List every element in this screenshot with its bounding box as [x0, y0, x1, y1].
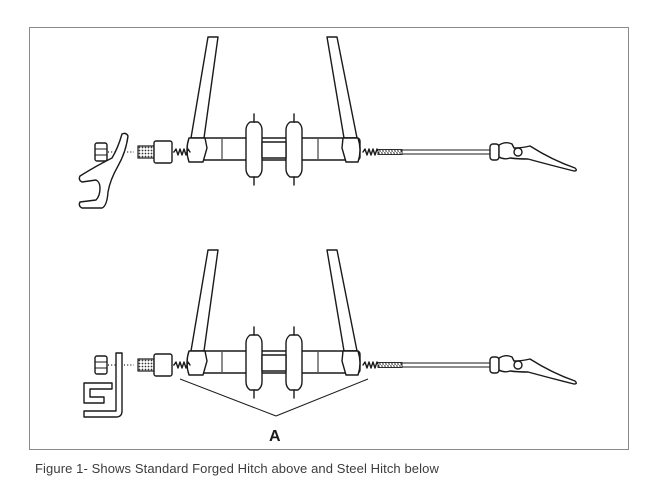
figure-caption: Figure 1- Shows Standard Forged Hitch ab…	[35, 461, 439, 476]
callout-a-lines	[179, 378, 369, 417]
hitch-nut	[94, 142, 108, 162]
forged-hitch	[78, 132, 129, 209]
lower-assembly-steel-hitch	[83, 249, 577, 418]
steel-hitch	[83, 352, 123, 418]
callout-label-a: A	[269, 428, 281, 445]
figure-frame	[29, 27, 629, 450]
upper-assembly-standard-forged-hitch	[78, 36, 577, 209]
hitch-nut	[94, 355, 108, 375]
hitch-stud	[137, 353, 173, 377]
hitch-stud	[137, 140, 173, 164]
